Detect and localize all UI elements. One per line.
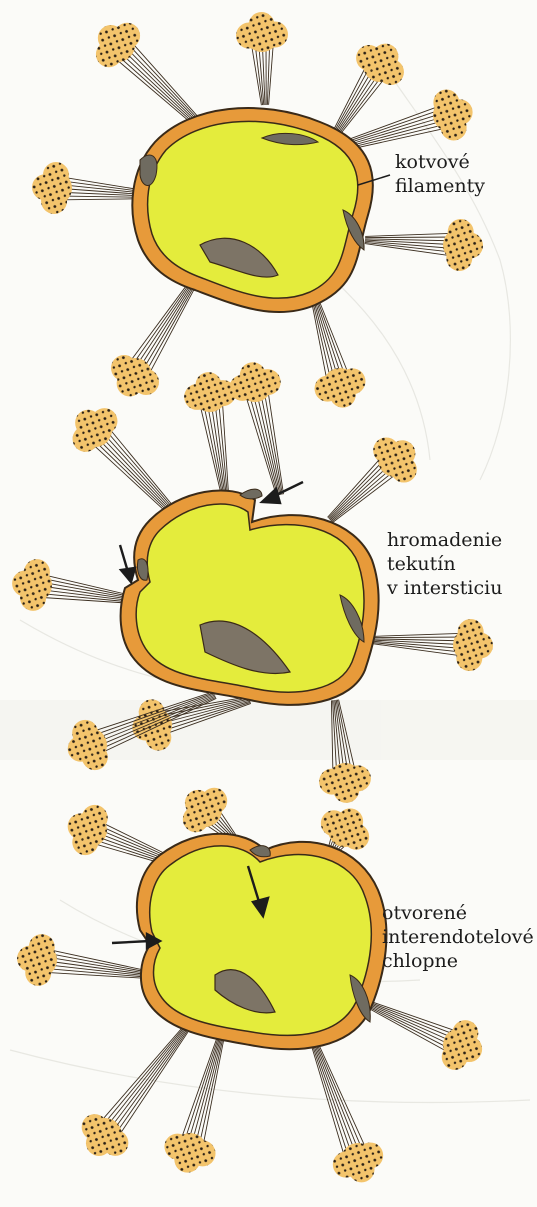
filament-anchor-blob [442, 1020, 482, 1070]
filament-fiber [132, 279, 194, 373]
filament-blob-lobe [337, 808, 363, 834]
filament-anchor-blob [443, 219, 483, 271]
filament-blob-lobe [196, 372, 222, 398]
filament-fiber [138, 281, 196, 377]
filament-anchor-blob [164, 1133, 215, 1173]
filament-fiber [111, 1031, 187, 1139]
filament-fiber [125, 278, 192, 369]
filament-blob-lobe [98, 25, 124, 51]
label-fluid-accumulation: hromadenie tekutín v intersticiu [387, 528, 502, 600]
anchoring-filament [328, 437, 417, 522]
label-anchoring-filaments: kotvové filamenty [395, 150, 485, 198]
filament-fiber [243, 388, 276, 496]
filament-fiber [142, 281, 197, 379]
filament-fiber [102, 1029, 184, 1132]
filament-blob-lobe [185, 790, 211, 816]
filament-anchor-blob [333, 1142, 383, 1182]
lymphatic-capillary-1 [132, 108, 373, 312]
filament-anchor-blob [12, 559, 52, 611]
filament-blob-lobe [12, 571, 38, 597]
filament-blob-lobe [467, 633, 493, 659]
filament-blob-lobe [349, 1156, 375, 1182]
anchoring-filament [164, 1039, 223, 1173]
filament-fiber [41, 956, 151, 974]
arrow-inflow-mid-left [120, 545, 135, 582]
filament-blob-lobe [86, 1130, 112, 1156]
anchoring-filament [372, 619, 493, 671]
filament-anchor-blob [321, 808, 369, 849]
filament-anchor-blob [73, 408, 118, 452]
anchoring-filament [12, 559, 135, 611]
arrow-inflow-bottom-left [112, 934, 160, 948]
anchoring-filament [96, 23, 208, 133]
filament-blob-lobe [240, 362, 266, 388]
filament-fiber [121, 42, 206, 129]
filament-blob-lobe [456, 1036, 482, 1062]
filament-fiber [312, 301, 329, 388]
filament-fiber [182, 1039, 217, 1148]
filament-anchor-blob [229, 362, 280, 402]
filament-fiber [145, 282, 198, 381]
filament-anchor-blob [433, 90, 473, 141]
filament-anchor-blob [453, 619, 493, 671]
filament-fiber [313, 1046, 351, 1163]
filament-fiber [314, 1045, 354, 1161]
anchoring-filament [369, 1002, 483, 1070]
filament-fiber [315, 1045, 358, 1160]
anchoring-filament [365, 219, 483, 271]
filament-blob-lobe [68, 736, 94, 762]
lymphatic-capillary-3 [137, 834, 387, 1049]
filament-anchor-blob [68, 805, 108, 855]
filament-fiber [115, 1032, 188, 1142]
filament-fiber [316, 1045, 362, 1159]
filament-blob-lobe [117, 370, 143, 396]
filament-anchor-blob [373, 437, 417, 482]
filament-fiber [124, 39, 207, 128]
filament-anchor-blob [319, 763, 371, 803]
filament-blob-lobe [32, 174, 58, 200]
filament-blob-lobe [333, 777, 359, 803]
anchoring-filament [184, 372, 236, 495]
lymphatic-endothelial-cells [121, 108, 387, 1049]
label-open-flaps: otvorené interendotelové chlopne [382, 901, 534, 973]
filament-anchor-blob [82, 1114, 129, 1156]
filament-anchor-blob [32, 162, 72, 214]
filament-blob-lobe [330, 382, 356, 408]
filament-fiber [95, 1028, 182, 1128]
filament-anchor-blob [17, 934, 57, 986]
filament-blob-lobe [372, 44, 398, 70]
anchoring-filament [312, 1044, 384, 1183]
filament-anchor-blob [236, 12, 288, 52]
filament-blob-lobe [447, 99, 473, 125]
filament-fiber [267, 382, 284, 494]
filament-blob-lobe [68, 813, 94, 839]
filament-blob-lobe [17, 946, 43, 972]
filament-anchor-blob [315, 368, 366, 408]
filament-anchor-blob [184, 372, 236, 412]
filament-fiber [126, 36, 207, 127]
anchoring-filament [111, 278, 198, 396]
filament-fiber [39, 964, 149, 976]
filament-fiber [251, 386, 279, 495]
filament-blob-lobe [389, 440, 415, 466]
lymphatic-capillary-2 [121, 489, 379, 705]
filament-blob-lobe [75, 410, 101, 436]
filament-fiber [194, 1040, 221, 1151]
anchoring-filament [312, 299, 366, 408]
anchoring-filament [236, 12, 288, 105]
anchoring-filament [73, 408, 183, 522]
filament-blob-lobe [174, 1147, 200, 1173]
filament-blob-lobe [457, 233, 483, 259]
anchoring-filament [229, 362, 283, 496]
filament-fiber [105, 1030, 185, 1135]
filament-fiber [312, 1046, 347, 1164]
filament-fiber [128, 279, 193, 371]
filament-blob-lobe [249, 12, 275, 38]
filament-fiber [99, 1029, 183, 1131]
